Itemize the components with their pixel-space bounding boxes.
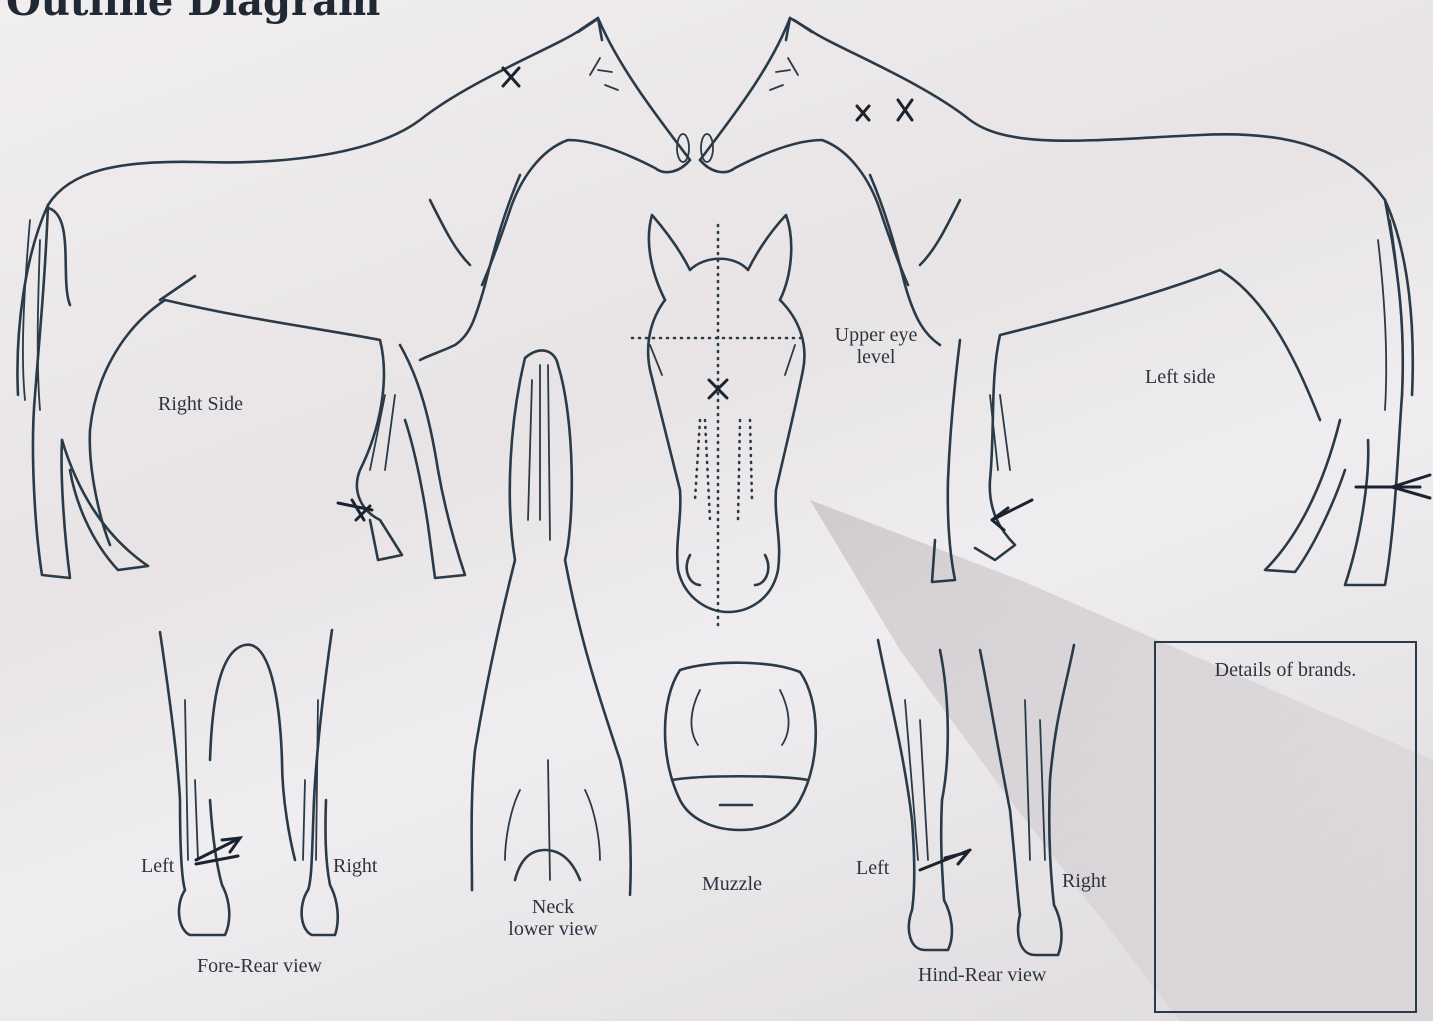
label-upper-eye-line1: Upper eye xyxy=(822,324,930,346)
label-neck: Neck lower view xyxy=(490,896,616,940)
label-neck-line1: Neck xyxy=(490,896,616,918)
front-head-view xyxy=(632,215,806,630)
label-fore-right: Right xyxy=(333,855,377,877)
label-neck-line2: lower view xyxy=(490,918,616,940)
label-upper-eye-level: Upper eye level xyxy=(822,324,930,368)
hind-rear-view xyxy=(878,640,1074,955)
label-hind-left: Left xyxy=(856,857,889,879)
label-fore-rear-view: Fore-Rear view xyxy=(197,955,322,977)
label-hind-rear-view: Hind-Rear view xyxy=(918,964,1046,986)
muzzle-view xyxy=(665,663,816,830)
label-left-side: Left side xyxy=(1145,366,1216,388)
label-right-side: Right Side xyxy=(158,393,243,415)
right-side-horse xyxy=(17,18,690,578)
label-hind-right: Right xyxy=(1062,870,1106,892)
left-side-horse xyxy=(700,18,1430,585)
label-upper-eye-line2: level xyxy=(822,346,930,368)
neck-lower-view xyxy=(472,351,631,895)
label-fore-left: Left xyxy=(141,855,174,877)
brands-details-box[interactable]: Details of brands. xyxy=(1154,641,1417,1013)
fore-rear-view xyxy=(160,630,338,935)
label-muzzle: Muzzle xyxy=(702,873,762,895)
brands-box-title: Details of brands. xyxy=(1156,659,1415,681)
